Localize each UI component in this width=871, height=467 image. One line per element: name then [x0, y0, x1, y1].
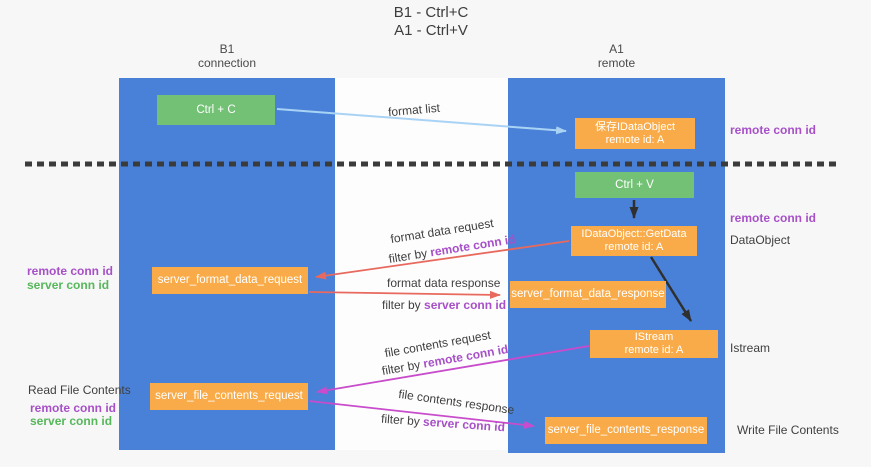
lane-a1-role: remote [597, 56, 636, 70]
store-idataobject-line2: remote id: A [605, 133, 665, 146]
title-line-2: A1 - Ctrl+V [394, 22, 468, 39]
ctrl-v-box: Ctrl + V [575, 172, 694, 198]
format-data-response-filter-label: filter by server conn id [382, 298, 506, 312]
server-file-contents-request-label: server_file_contents_request [155, 390, 303, 402]
lane-b1-role: connection [197, 56, 257, 70]
lane-a1-name: A1 [609, 42, 624, 56]
lane-header-b1: B1 connection [119, 42, 335, 70]
format-data-response-label: format data response [387, 276, 501, 290]
ctrl-c-box: Ctrl + C [157, 95, 275, 125]
server-format-data-response-label: server_format_data_response [511, 288, 665, 300]
getdata-line1: IDataObject::GetData [581, 228, 687, 240]
write-file-contents-label: Write File Contents [737, 423, 839, 437]
istream-line2: remote id: A [624, 344, 684, 356]
title-line-1: B1 - Ctrl+C [393, 4, 469, 21]
filter-by-text: filter by [382, 298, 421, 312]
server-format-data-request-box: server_format_data_request [152, 267, 308, 294]
istream-box: IStream remote id: A [590, 330, 718, 358]
filter-by-text: filter by [380, 411, 421, 429]
left-server-conn-id-label-2: server conn id [30, 414, 113, 428]
dataobject-label: DataObject [730, 233, 791, 247]
lane-b1-name: B1 [219, 42, 235, 56]
ctrl-c-label: Ctrl + C [196, 103, 236, 116]
istream-side-label: Istream [730, 341, 771, 355]
store-idataobject-box: 保存IDataObject remote id: A [575, 118, 695, 149]
read-file-contents-label: Read File Contents [28, 383, 131, 397]
right-remote-conn-id-label-2: remote conn id [730, 211, 817, 225]
left-remote-conn-id-label: remote conn id [27, 264, 114, 278]
istream-line1: IStream [634, 331, 674, 343]
server-format-data-response-box: server_format_data_response [510, 281, 666, 308]
server-file-contents-response-label: server_file_contents_response [547, 424, 705, 436]
store-idataobject-line1: 保存IDataObject [594, 120, 676, 133]
left-remote-conn-id-label-2: remote conn id [30, 401, 117, 415]
diagram-title: B1 - Ctrl+C A1 - Ctrl+V [281, 4, 581, 40]
server-file-contents-request-box: server_file_contents_request [150, 383, 308, 410]
server-format-data-request-label: server_format_data_request [157, 274, 303, 286]
left-server-conn-id-label: server conn id [27, 278, 110, 292]
idataobject-getdata-box: IDataObject::GetData remote id: A [571, 226, 697, 256]
right-remote-conn-id-label: remote conn id [730, 123, 817, 137]
server-conn-id-text: server conn id [424, 298, 507, 312]
server-file-contents-response-box: server_file_contents_response [545, 417, 707, 444]
lane-header-a1: A1 remote [508, 42, 725, 70]
getdata-line2: remote id: A [604, 241, 664, 253]
ctrl-v-label: Ctrl + V [615, 178, 654, 191]
